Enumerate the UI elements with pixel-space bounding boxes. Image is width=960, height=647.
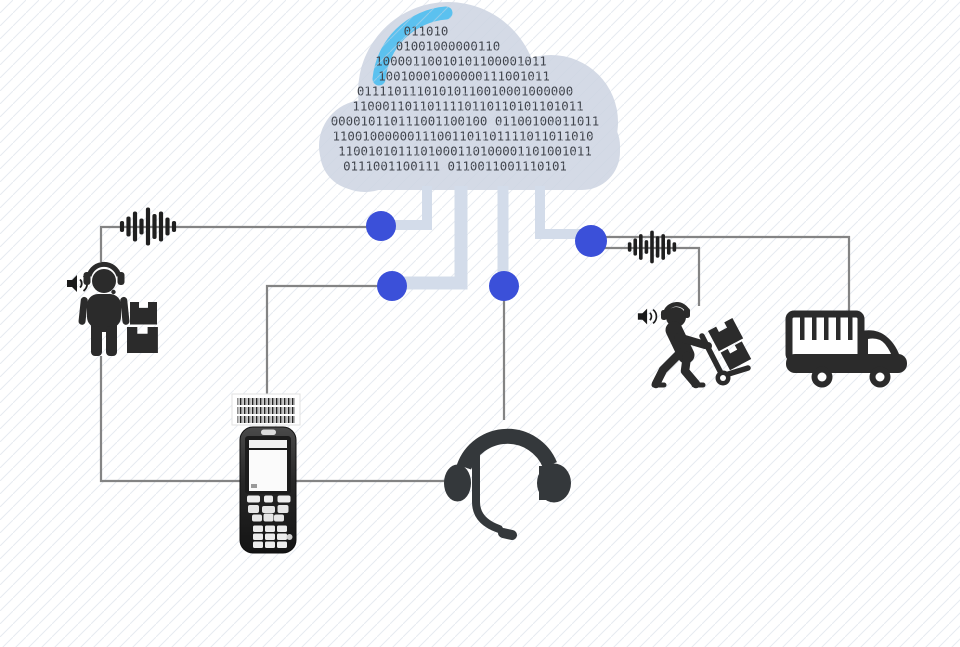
barcode-stripes: [237, 398, 295, 405]
truck-cab-window: [868, 338, 891, 354]
worker-hips: [91, 322, 117, 332]
truck-wheel-hub: [875, 372, 885, 382]
scanner-numeric-keypad: [253, 525, 287, 548]
headset-icon: [444, 428, 571, 540]
headset-earcup-icon: [444, 464, 471, 502]
cloud-connector-stub: [386, 186, 432, 230]
scanner-nav-cluster: [248, 505, 289, 522]
worker-leg: [651, 348, 685, 389]
cloud-connector-stub: [395, 186, 468, 290]
connection-lines: [99, 225, 851, 483]
scanner-speaker: [261, 429, 276, 435]
worker-leg: [106, 326, 117, 356]
connector-node: [489, 271, 519, 301]
barcode-label: [231, 393, 301, 426]
connection-line-cloud-to-truck: [600, 235, 851, 311]
connector-node: [366, 211, 396, 241]
headset-earcup-icon: [117, 272, 125, 285]
connection-line-cloud-to-picker: [99, 225, 368, 262]
worker-torso: [87, 294, 121, 328]
scanner-function-keys: [247, 495, 291, 503]
worker-arm: [674, 333, 709, 349]
hand-truck-icon: [699, 318, 752, 386]
headset-band-icon: [456, 428, 557, 470]
connector-node: [575, 225, 607, 257]
barcode-stripes: [237, 416, 295, 423]
connection-line-picker-to-headset: [99, 356, 445, 483]
scanner-screen-titlebar: [249, 440, 287, 448]
connector-node: [377, 271, 407, 301]
headset-band-icon: [86, 261, 122, 277]
worker-head: [666, 307, 686, 327]
truck-wheel-hub: [817, 372, 827, 382]
mic-boom-icon: [472, 448, 503, 533]
handheld-scanner-icon: [239, 426, 297, 554]
worker-leg: [680, 351, 701, 389]
cloud-connector-stub: [535, 186, 584, 239]
worker-arm: [78, 296, 88, 325]
loader-worker-icon: [651, 302, 752, 389]
barcode-stripes: [237, 407, 295, 414]
mic-tip-icon: [498, 528, 517, 540]
scanner-side-button: [286, 534, 293, 540]
connection-line-cloud-to-scanner: [265, 284, 392, 394]
connector-nodes: [366, 211, 607, 301]
picker-worker-icon: [78, 261, 130, 356]
truck-chassis: [786, 354, 907, 373]
worker-arm: [120, 296, 130, 325]
hand-truck-wheel-hub: [720, 375, 726, 381]
hand-truck-rail: [699, 333, 725, 378]
truck-cargo-slats: [800, 315, 853, 340]
worker-head: [92, 269, 116, 293]
headset-earcup-icon: [661, 310, 667, 320]
scanner-screen-icon: [251, 484, 257, 488]
headset-earcup-icon: [83, 272, 91, 285]
mic-icon: [111, 289, 116, 295]
delivery-truck-icon: [785, 310, 907, 388]
connection-line-cloud-to-loader: [600, 246, 701, 306]
cloud-connector-stubs: [386, 186, 584, 290]
worker-leg: [91, 326, 102, 356]
headset-earcup-icon: [537, 463, 571, 503]
